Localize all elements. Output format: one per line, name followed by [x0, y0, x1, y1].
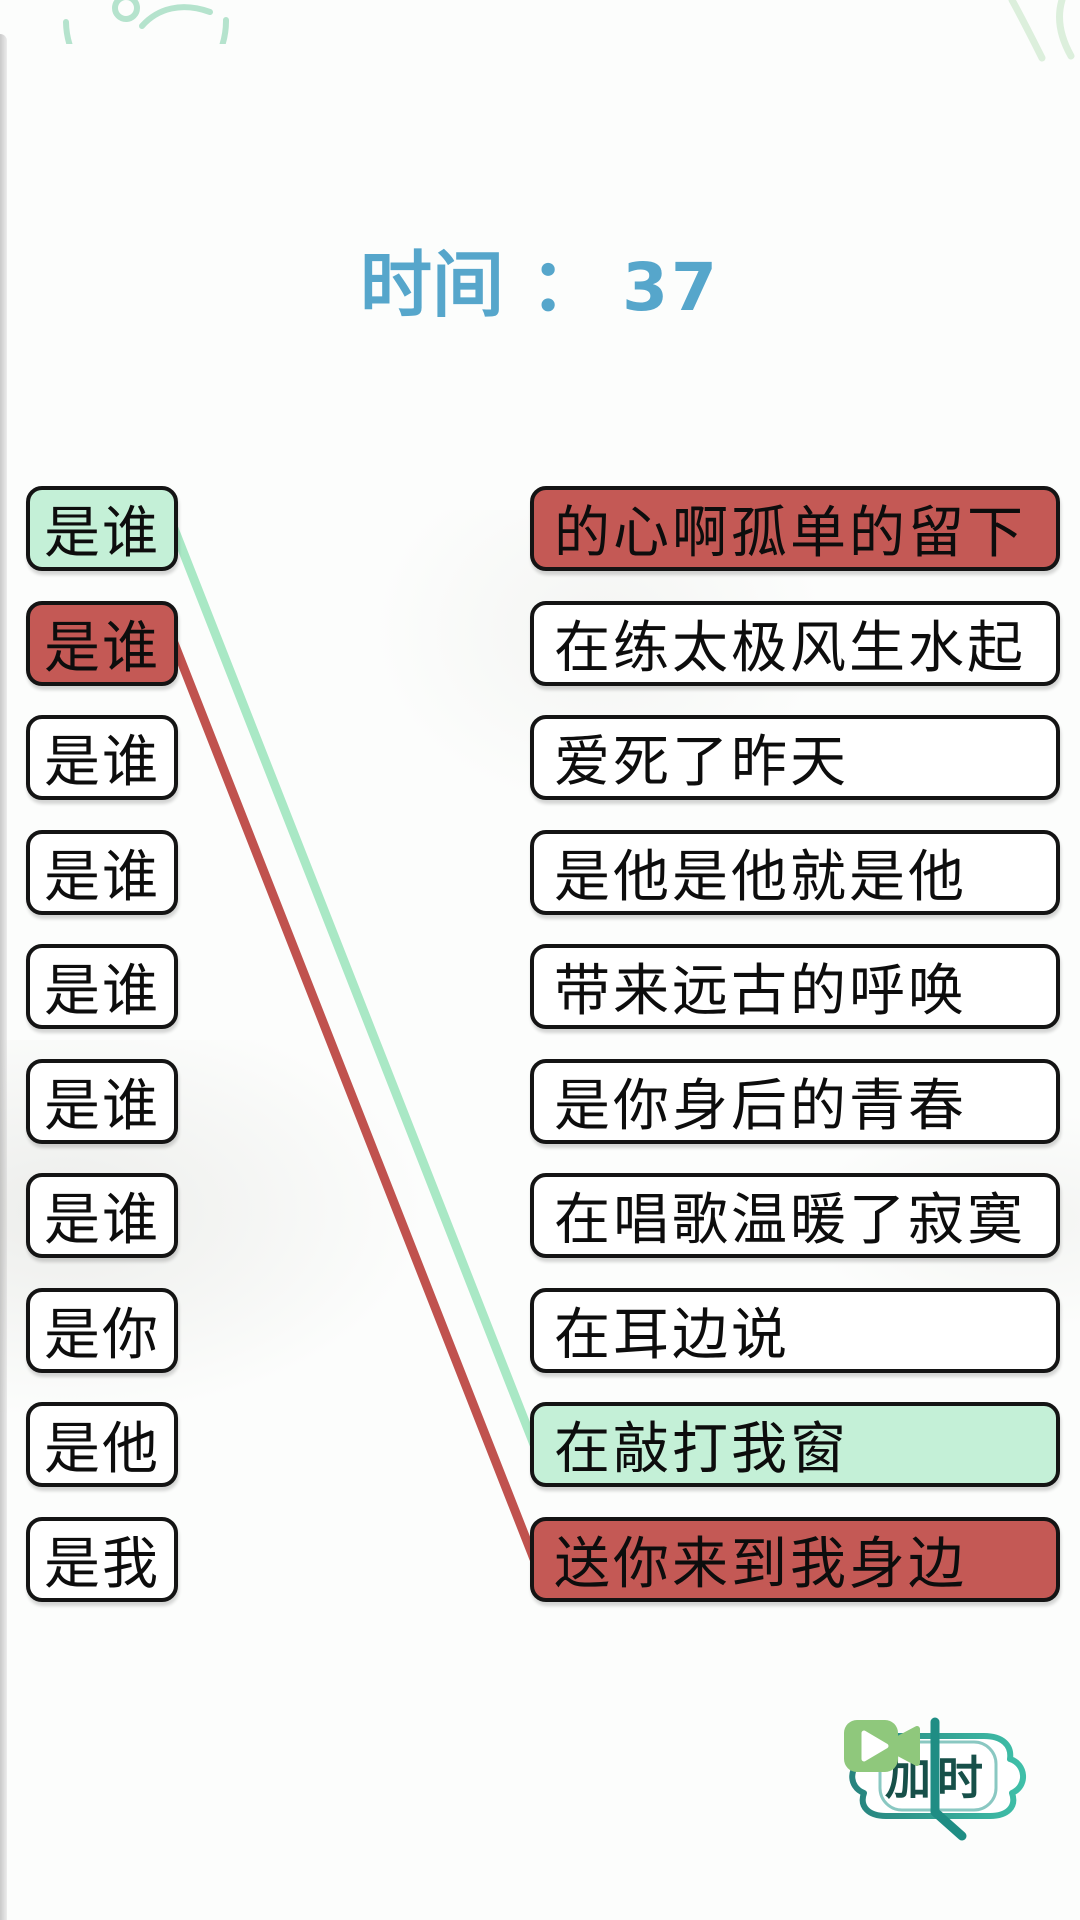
tile-label: 是谁	[44, 1075, 160, 1138]
right-phrase-tile[interactable]: 在练太极风生水起	[530, 600, 1060, 686]
tile-label: 是他	[44, 1419, 160, 1481]
timer-label: 时间	[360, 246, 505, 326]
left-word-column: 是谁是谁是谁是谁是谁是谁是谁是你是他是我	[26, 486, 178, 1602]
tile-label: 在敲打我窗	[554, 1419, 849, 1481]
leaf-ornament-icon	[1008, 0, 1075, 62]
left-word-tile[interactable]: 是谁	[26, 1173, 178, 1258]
right-phrase-tile[interactable]: 是你身后的青春	[530, 1058, 1060, 1144]
timer-value: 37	[622, 249, 720, 326]
left-word-tile[interactable]: 是我	[26, 1516, 178, 1602]
right-phrase-tile[interactable]: 在唱歌温暖了寂寞	[530, 1173, 1060, 1258]
tile-label: 是你	[44, 1304, 160, 1367]
left-word-tile[interactable]: 是谁	[26, 829, 178, 915]
tile-label: 是你身后的青春	[554, 1075, 967, 1138]
left-word-tile[interactable]: 是谁	[26, 1058, 178, 1144]
right-phrase-tile[interactable]: 在耳边说	[530, 1287, 1060, 1373]
left-word-tile[interactable]: 是谁	[26, 600, 178, 686]
left-word-tile[interactable]: 是你	[26, 1287, 178, 1373]
tile-label: 的心啊孤单的留下	[554, 503, 1026, 565]
tile-label: 是谁	[44, 503, 160, 565]
swirl-ornament-icon	[63, 0, 230, 44]
tile-label: 是谁	[44, 1190, 160, 1252]
video-play-icon	[844, 1720, 920, 1772]
tile-label: 送你来到我身边	[554, 1533, 967, 1596]
tile-label: 是谁	[44, 846, 160, 909]
right-phrase-tile[interactable]: 是他是他就是他	[530, 829, 1060, 915]
left-word-tile[interactable]: 是谁	[26, 715, 178, 800]
tile-label: 是他是他就是他	[554, 846, 967, 909]
tile-label: 在耳边说	[554, 1304, 790, 1367]
tile-label: 是谁	[44, 732, 160, 794]
right-phrase-tile[interactable]: 在敲打我窗	[530, 1402, 1060, 1487]
tile-label: 带来远古的呼唤	[554, 961, 967, 1023]
left-word-tile[interactable]: 是他	[26, 1402, 178, 1487]
connection-line-red	[169, 638, 539, 1564]
connection-line-green	[169, 524, 539, 1449]
right-phrase-tile[interactable]: 送你来到我身边	[530, 1516, 1060, 1602]
right-phrase-tile[interactable]: 的心啊孤单的留下	[530, 486, 1060, 571]
tile-label: 是谁	[44, 961, 160, 1023]
right-phrase-tile[interactable]: 爱死了昨天	[530, 715, 1060, 800]
timer: 时间 ：37	[0, 226, 1080, 331]
tile-label: 在唱歌温暖了寂寞	[554, 1190, 1026, 1252]
tile-label: 是我	[44, 1533, 160, 1596]
add-time-button[interactable]: 加时	[840, 1712, 1036, 1902]
left-word-tile[interactable]: 是谁	[26, 944, 178, 1029]
timer-separator: ：	[530, 246, 603, 326]
tile-label: 在练太极风生水起	[554, 617, 1026, 680]
left-word-tile[interactable]: 是谁	[26, 486, 178, 571]
clock-hand-icon	[930, 1717, 967, 1841]
tile-label: 爱死了昨天	[554, 732, 849, 794]
right-phrase-tile[interactable]: 带来远古的呼唤	[530, 944, 1060, 1029]
tile-label: 是谁	[44, 617, 160, 680]
right-phrase-column: 的心啊孤单的留下在练太极风生水起爱死了昨天是他是他就是他带来远古的呼唤是你身后的…	[530, 486, 1060, 1602]
page-edge-line	[0, 34, 7, 1920]
